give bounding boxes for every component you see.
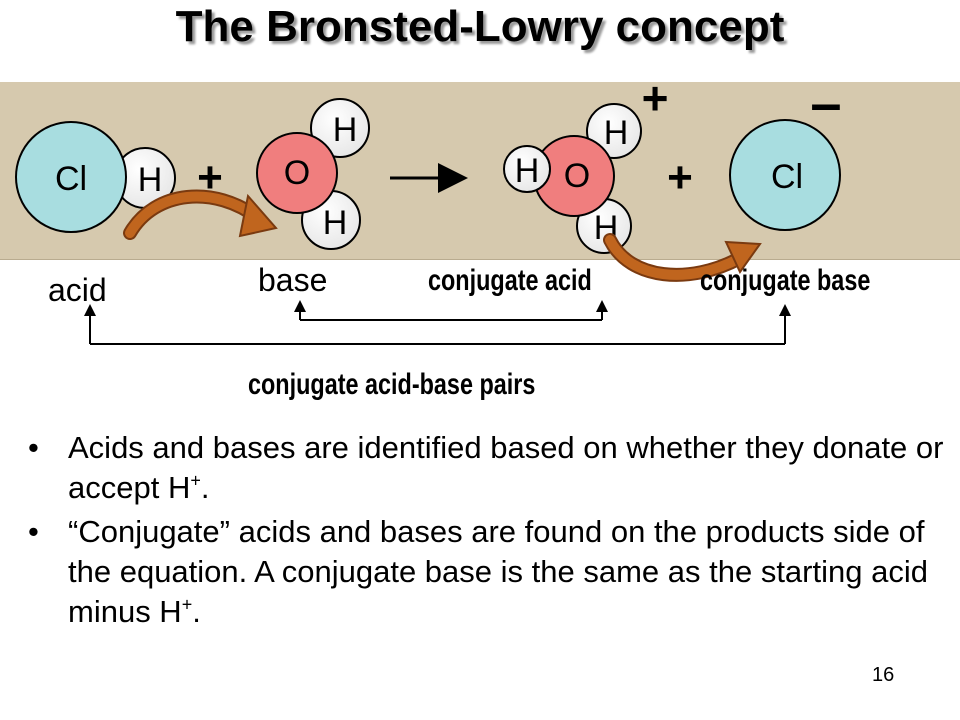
- hydronium-molecule: O H H H: [503, 103, 642, 254]
- oxygen-symbol: O: [284, 154, 310, 192]
- proton-transfer-arrow: [125, 191, 263, 238]
- bullet-text: Acids and bases are identified based on …: [68, 430, 944, 505]
- hydrogen-symbol: H: [333, 111, 358, 149]
- bullet-item: • Acids and bases are identified based o…: [28, 428, 958, 508]
- slide-title: The Bronsted-Lowry concept: [175, 2, 785, 51]
- arrow-tip: [596, 300, 608, 312]
- oxygen-atom: [256, 132, 338, 214]
- arrow-head: [238, 193, 278, 238]
- bullet-text: “Conjugate” acids and bases are found on…: [68, 514, 928, 629]
- bullet-point-icon: •: [28, 514, 39, 549]
- plus-sign: +: [667, 153, 693, 202]
- water-molecule: O H H: [256, 98, 370, 250]
- positive-charge: +: [642, 72, 669, 124]
- arrow-tip: [84, 304, 96, 316]
- hydrogen-atom: [310, 98, 370, 158]
- superscript: +: [181, 594, 193, 615]
- arrow-tip: [294, 300, 306, 312]
- bullet-point-icon: •: [28, 430, 39, 465]
- pair-connector-inner: [299, 304, 603, 321]
- hydrogen-symbol: H: [515, 152, 540, 190]
- conjugate-acid-label: conjugate acid: [428, 264, 592, 297]
- hydrogen-atom: [586, 103, 642, 159]
- hydrogen-symbol: H: [323, 204, 348, 242]
- hcl-molecule: Cl H: [15, 121, 176, 233]
- bullet-item: • “Conjugate” acids and bases are found …: [28, 512, 958, 632]
- base-label: base: [258, 262, 328, 298]
- chlorine-symbol: Cl: [771, 158, 803, 196]
- page-number: 16: [872, 664, 895, 686]
- chlorine-symbol: Cl: [55, 160, 87, 198]
- hydrogen-symbol: H: [604, 114, 629, 152]
- bullet-list: • Acids and bases are identified based o…: [28, 428, 958, 636]
- chloride-ion: Cl: [729, 119, 841, 231]
- electron-pair-arrow: [605, 235, 745, 280]
- bullet-tail: .: [192, 594, 201, 629]
- conjugate-base-label: conjugate base: [700, 264, 871, 297]
- hydrogen-atom: [503, 145, 551, 193]
- acid-label: acid: [48, 272, 107, 308]
- pair-connector-outer: [89, 312, 786, 345]
- chlorine-atom: [729, 119, 841, 231]
- conjugate-pairs-label: conjugate acid-base pairs: [248, 368, 536, 401]
- hydrogen-symbol: H: [138, 161, 163, 199]
- arrow-tip: [779, 304, 791, 316]
- negative-charge: –: [810, 71, 841, 134]
- bullet-tail: .: [200, 470, 210, 505]
- oxygen-symbol: O: [564, 157, 590, 195]
- arrow-head: [724, 240, 762, 274]
- chlorine-atom: [15, 121, 127, 233]
- superscript: +: [190, 470, 201, 491]
